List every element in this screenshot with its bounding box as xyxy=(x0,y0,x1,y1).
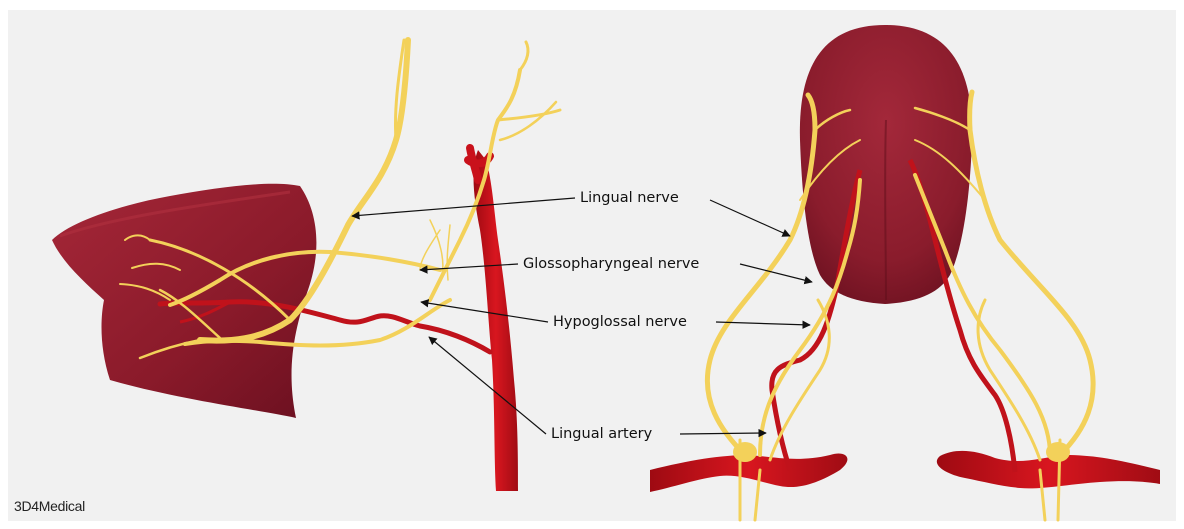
arrow-icon xyxy=(421,302,548,322)
arrow-icon xyxy=(680,433,766,434)
label-glossopharyngeal-nerve: Glossopharyngeal nerve xyxy=(520,255,702,273)
arrow-icon xyxy=(710,200,790,236)
label-hypoglossal-nerve: Hypoglossal nerve xyxy=(550,313,690,331)
inferior-view xyxy=(650,25,1160,520)
arrow-icon xyxy=(352,198,575,216)
label-lingual-artery: Lingual artery xyxy=(548,425,655,443)
carotid-artery-lateral xyxy=(474,150,518,491)
hypoglossal-loop-left xyxy=(733,442,757,462)
lingual-nerve-right xyxy=(970,92,1094,455)
arrow-icon xyxy=(740,264,812,282)
hypoglossal-loop-right xyxy=(1046,442,1070,462)
credit-text: 3D4Medical xyxy=(14,498,85,514)
label-lingual-nerve: Lingual nerve xyxy=(577,189,682,207)
